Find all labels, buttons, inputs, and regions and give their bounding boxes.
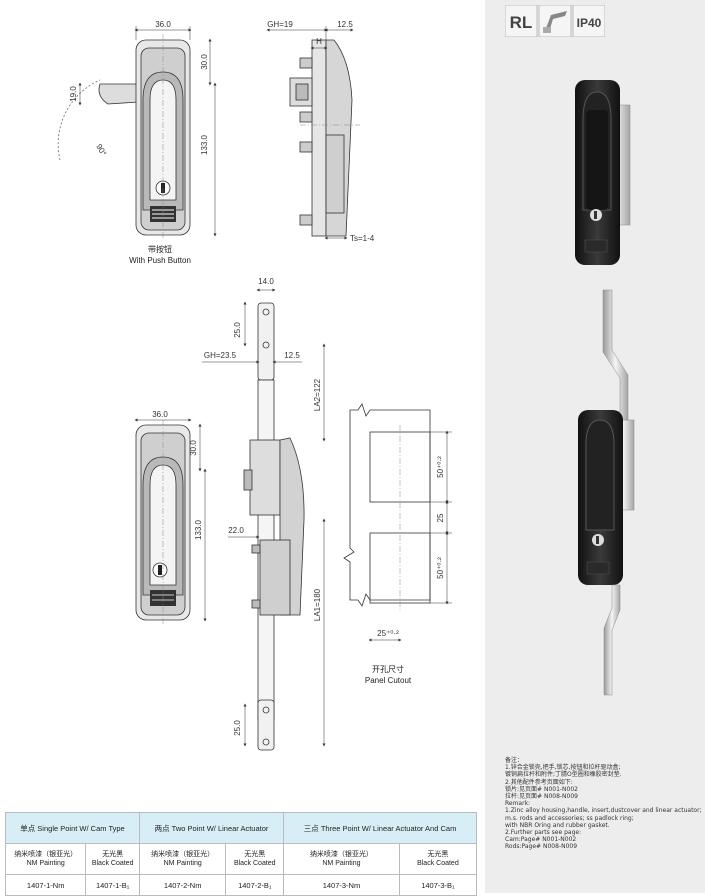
note-line: 1.锌合金锁壳,把手,锁芯,按钮和拉杆驱动盒; [505, 764, 621, 772]
dim-offset-22: 22.0 [228, 526, 244, 535]
note-line: 锁片:见页面# N001-N002 [505, 785, 579, 793]
dim-depth-12-5: 12.5 [337, 20, 353, 29]
dim-rod-top-25: 25.0 [233, 322, 242, 338]
dim-gh-19: GH=19 [267, 20, 293, 29]
dim-gh-23-5: GH=23.5 [204, 351, 237, 360]
dim-cut-gap: 25 [436, 513, 445, 522]
badges: RL IP40 [504, 4, 606, 38]
dim-rod-14: 14.0 [258, 277, 274, 286]
header-two-point: 两点 Two Point W/ Linear Actuator [138, 812, 285, 844]
spec-table: 单点 Single Point W/ Cam Type 两点 Two Point… [4, 812, 478, 896]
dim-la1: LA1=180 [313, 588, 322, 621]
dim-depth-12-5-b: 12.5 [284, 351, 300, 360]
table-code-row: 1407-1-Nm 1407-1-B₁ 1407-2-Nm 1407-2-B₁ … [4, 874, 478, 896]
dim-ts: Ts=1-4 [350, 234, 375, 243]
dim-la2: LA2=122 [313, 378, 322, 411]
note-line: 镀铜扁拉杆和附件;丁腈O型圈和橡胶密封垫. [505, 771, 622, 779]
note-line: Cam:Page# N001-N002 [505, 836, 577, 844]
code-cell: 1407-3-Nm [283, 874, 400, 896]
finish-cell: 纳米喷漆（银亚光）NM Painting [283, 843, 400, 875]
bottom-side-dimensions [202, 288, 326, 747]
caption-push-button-cn: 带按钮 [148, 244, 172, 254]
header-single-point: 单点 Single Point W/ Cam Type [5, 812, 140, 844]
dim-top-30: 30.0 [200, 54, 209, 70]
dim-angle-90: 90° [94, 143, 108, 158]
remarks: 备注： 1.锌合金锁壳,把手,锁芯,按钮和拉杆驱动盒; 镀铜扁拉杆和附件;丁腈O… [505, 757, 702, 851]
dim-cut-upper: 50⁺⁰·² [436, 456, 445, 478]
note-line: with NBR Oring and rubber gasket. [505, 821, 610, 829]
dim-height-133-b: 133.0 [194, 519, 203, 540]
product-photo-single [575, 80, 631, 265]
caption-cutout-cn: 开孔尺寸 [372, 664, 404, 674]
dim-cut-width: 25⁺⁰·² [377, 629, 399, 638]
code-cell: 1407-2-Nm [138, 874, 227, 896]
dim-handle-19: 19.0 [69, 86, 78, 102]
bottom-front-view [135, 420, 191, 625]
note-line: Rods:Page# N008-N009 [505, 843, 578, 851]
note-line: 2.其他配件参考页面如下: [505, 778, 573, 786]
bottom-side-view [243, 302, 305, 751]
code-cell: 1407-2-B₁ [225, 874, 285, 896]
bottom-front-dimensions [134, 418, 207, 622]
dim-width-36-b: 36.0 [152, 410, 168, 419]
header-three-point: 三点 Three Point W/ Linear Actuator And Ca… [283, 812, 477, 844]
top-front-dimensions [78, 26, 217, 237]
dim-top-30-b: 30.0 [189, 440, 198, 456]
top-side-view [289, 39, 360, 237]
note-line: 2.Further parts see page: [505, 829, 582, 837]
dim-h: H [316, 37, 322, 46]
code-cell: 1407-1-B₁ [85, 874, 140, 896]
code-cell: 1407-3-B₁ [398, 874, 478, 896]
dim-height-133: 133.0 [200, 134, 209, 155]
finish-cell: 纳米喷漆（银亚光）NM Painting [138, 843, 227, 875]
caption-cutout-en: Panel Cutout [365, 676, 412, 685]
product-photo-rods [578, 289, 635, 696]
handle-icon [543, 11, 567, 33]
note-line: Remark: [505, 800, 531, 808]
note-line: 备注： [505, 757, 524, 764]
dim-width-36: 36.0 [155, 20, 171, 29]
dim-rod-bottom-25: 25.0 [233, 720, 242, 736]
table-header-row: 单点 Single Point W/ Cam Type 两点 Two Point… [5, 812, 477, 844]
cutout-dimensions [368, 430, 452, 642]
panel-cutout [343, 403, 431, 612]
ip40-badge: IP40 [577, 16, 602, 30]
top-side-dimensions [266, 26, 354, 240]
note-line: 1.Zinc alloy housing,handle, insert,dust… [505, 807, 702, 815]
rl-badge: RL [510, 13, 533, 32]
finish-cell: 纳米喷漆（银亚光）NM Painting [4, 843, 87, 875]
code-cell: 1407-1-Nm [4, 874, 87, 896]
dim-cut-lower: 50⁺⁰·² [436, 557, 445, 579]
caption-push-button-en: With Push Button [129, 256, 191, 265]
note-line: 拉杆:见页面# N008-N009 [505, 793, 579, 801]
note-line: m.s. rods and accessories; ss padlock ri… [505, 814, 634, 822]
top-front-view [57, 34, 191, 238]
